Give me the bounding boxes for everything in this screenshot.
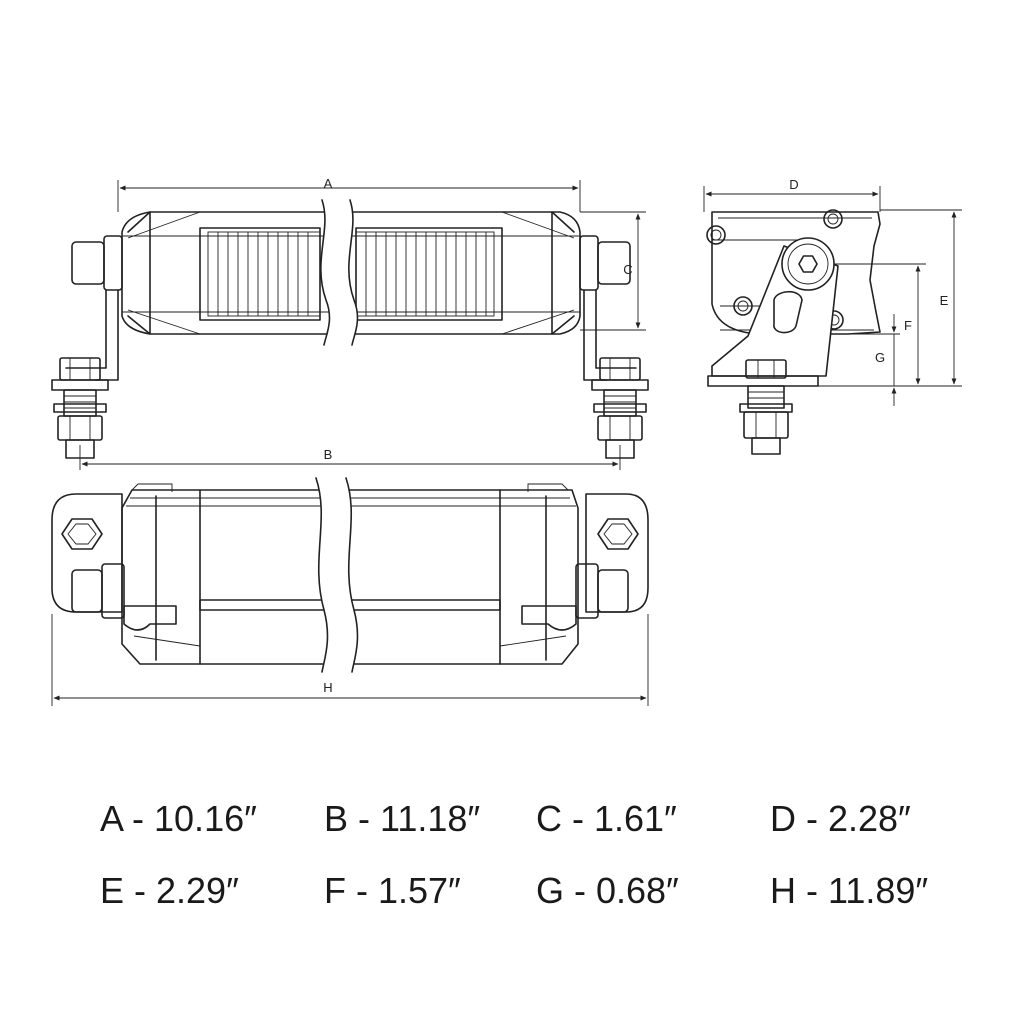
dimension-a: A [117,176,581,212]
dimension-e: E [818,209,962,387]
dimension-c-label: C [623,262,632,277]
dimension-e-label: E [940,293,949,308]
dimension-d: D [703,177,881,212]
dimension-b-label: B [324,447,333,462]
dimension-f: F [834,263,926,385]
dimension-c: C [580,211,646,331]
bottom-view [51,477,649,673]
dimension-g: G [840,314,900,406]
front-view [51,199,649,459]
dimension-f-label: F [904,318,912,333]
dimension-g-label: G [875,350,885,365]
side-view [706,209,881,455]
dimension-h-label: H [323,680,332,695]
dimension-d-label: D [789,177,798,192]
dimension-a-label: A [324,176,333,191]
dimension-h: H [51,614,649,706]
dimension-b: B [79,445,621,470]
